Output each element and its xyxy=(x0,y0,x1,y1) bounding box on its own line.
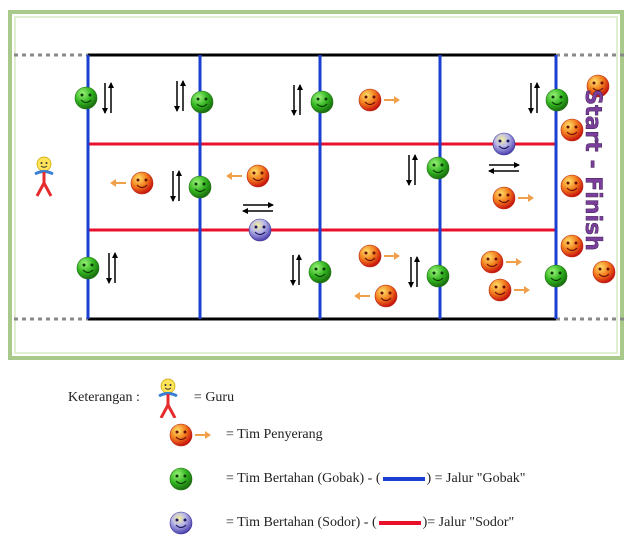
green-smiley-icon xyxy=(190,90,214,114)
legend-row-gobak: = Tim Bertahan (Gobak) - ( ) = Jalur "Go… xyxy=(168,466,526,492)
orange-smiley-icon xyxy=(169,423,212,447)
orange-arrow-icon xyxy=(513,285,531,295)
legend-sodor-text: = Tim Bertahan (Sodor) - ( xyxy=(226,515,377,530)
green-smiley-icon xyxy=(310,90,334,114)
double-vertical-arrow-icon xyxy=(101,81,115,115)
orange-smiley-icon xyxy=(130,171,154,195)
green-smiley-icon xyxy=(426,156,450,180)
legend-sodor-line-label: )= Jalur "Sodor" xyxy=(422,515,515,530)
double-horizontal-arrow-icon xyxy=(241,201,275,215)
purple-smiley-icon xyxy=(248,218,272,242)
legend-guru-text: = Guru xyxy=(193,390,235,405)
orange-smiley-icon xyxy=(592,260,616,284)
field-diagram: Start - Finish xyxy=(8,10,624,360)
legend-gobak-line-label: ) = Jalur "Gobak" xyxy=(426,471,526,486)
green-smiley-icon xyxy=(74,86,98,110)
orange-smiley-icon xyxy=(488,278,512,302)
double-vertical-arrow-icon xyxy=(173,79,187,113)
orange-arrow-icon xyxy=(353,291,371,301)
double-vertical-arrow-icon xyxy=(407,255,421,289)
green-smiley-icon xyxy=(188,175,212,199)
double-vertical-arrow-icon xyxy=(405,153,419,187)
orange-smiley-icon xyxy=(560,174,584,198)
double-horizontal-arrow-icon xyxy=(487,161,521,175)
inner-frame xyxy=(14,16,618,354)
orange-smiley-icon xyxy=(560,118,584,142)
green-smiley-icon xyxy=(308,260,332,284)
teacher-figure-icon xyxy=(157,378,179,418)
orange-smiley-icon xyxy=(492,186,516,210)
orange-smiley-icon xyxy=(358,88,382,112)
double-vertical-arrow-icon xyxy=(290,83,304,117)
double-vertical-arrow-icon xyxy=(169,169,183,203)
orange-arrow-icon xyxy=(505,257,523,267)
green-smiley-icon xyxy=(76,256,100,280)
teacher-figure-icon xyxy=(33,155,55,198)
double-vertical-arrow-icon xyxy=(527,81,541,115)
orange-arrow-icon xyxy=(225,171,243,181)
legend-title: Keterangan : xyxy=(68,390,140,405)
sodor-line-swatch xyxy=(378,521,421,525)
orange-arrow-icon xyxy=(383,251,401,261)
orange-arrow-icon xyxy=(109,178,127,188)
outer-frame xyxy=(8,10,624,360)
legend-penyerang-text: = Tim Penyerang xyxy=(226,427,323,442)
legend-gobak-text: = Tim Bertahan (Gobak) - ( xyxy=(226,471,381,486)
green-smiley-icon xyxy=(544,264,568,288)
legend-row-penyerang: = Tim Penyerang xyxy=(168,422,323,448)
orange-smiley-icon xyxy=(374,284,398,308)
gobak-line-swatch xyxy=(382,477,425,481)
legend: Keterangan : = Guru = Tim Penyerang = Ti… xyxy=(0,362,640,548)
green-smiley-icon xyxy=(169,467,193,491)
orange-smiley-icon xyxy=(246,164,270,188)
orange-smiley-icon xyxy=(358,244,382,268)
legend-row-guru: Keterangan : = Guru xyxy=(68,378,234,418)
legend-row-sodor: = Tim Bertahan (Sodor) - ( )= Jalur "Sod… xyxy=(168,510,514,536)
orange-smiley-icon xyxy=(480,250,504,274)
green-smiley-icon xyxy=(426,264,450,288)
start-finish-label: Start - Finish xyxy=(580,89,605,251)
double-vertical-arrow-icon xyxy=(289,253,303,287)
double-vertical-arrow-icon xyxy=(105,251,119,285)
green-smiley-icon xyxy=(545,88,569,112)
orange-arrow-icon xyxy=(517,193,535,203)
purple-smiley-icon xyxy=(492,132,516,156)
purple-smiley-icon xyxy=(169,511,193,535)
orange-smiley-icon xyxy=(560,234,584,258)
orange-arrow-icon xyxy=(383,95,401,105)
